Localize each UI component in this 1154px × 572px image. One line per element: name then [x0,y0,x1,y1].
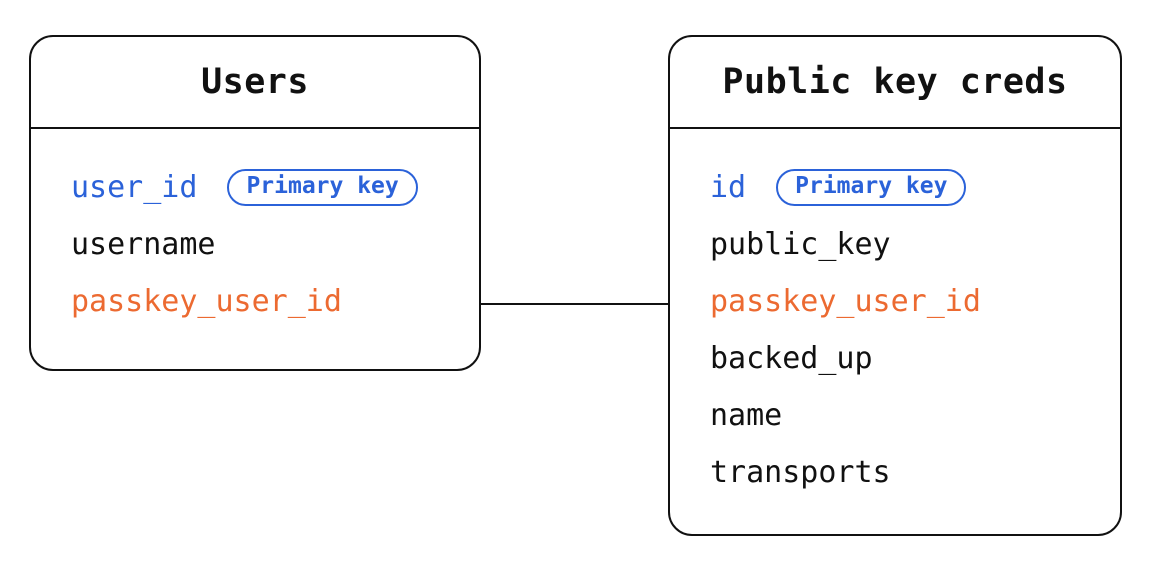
primary-key-badge: Primary key [227,168,418,207]
table-public-key-creds-header: Public key creds [670,37,1120,129]
field-name: name [710,398,783,433]
table-title: Public key creds [722,62,1068,102]
field-user-id: user_id Primary key [71,159,479,216]
field-passkey-user-id: passkey_user_id [71,273,479,330]
field-backed-up: backed_up [710,330,1120,387]
field-name: id [710,170,747,205]
field-name: public_key [710,227,891,262]
field-id: id Primary key [710,159,1120,216]
field-name: passkey_user_id [710,284,981,319]
field-username: username [71,216,479,273]
field-name: backed_up [710,341,873,376]
field-name: transports [710,455,891,490]
field-passkey-user-id: passkey_user_id [710,273,1120,330]
primary-key-badge: Primary key [776,168,967,207]
field-name: passkey_user_id [71,284,342,319]
field-name: username [71,227,216,262]
field-transports: transports [710,444,1120,501]
table-users-header: Users [31,37,479,129]
field-name-row: name [710,387,1120,444]
table-users: Users user_id Primary key username passk… [29,35,481,371]
relationship-line [470,303,678,305]
field-name: user_id [71,170,198,205]
table-title: Users [201,62,309,102]
field-public-key: public_key [710,216,1120,273]
table-users-body: user_id Primary key username passkey_use… [31,129,479,330]
table-public-key-creds-body: id Primary key public_key passkey_user_i… [670,129,1120,501]
table-public-key-creds: Public key creds id Primary key public_k… [668,35,1122,536]
